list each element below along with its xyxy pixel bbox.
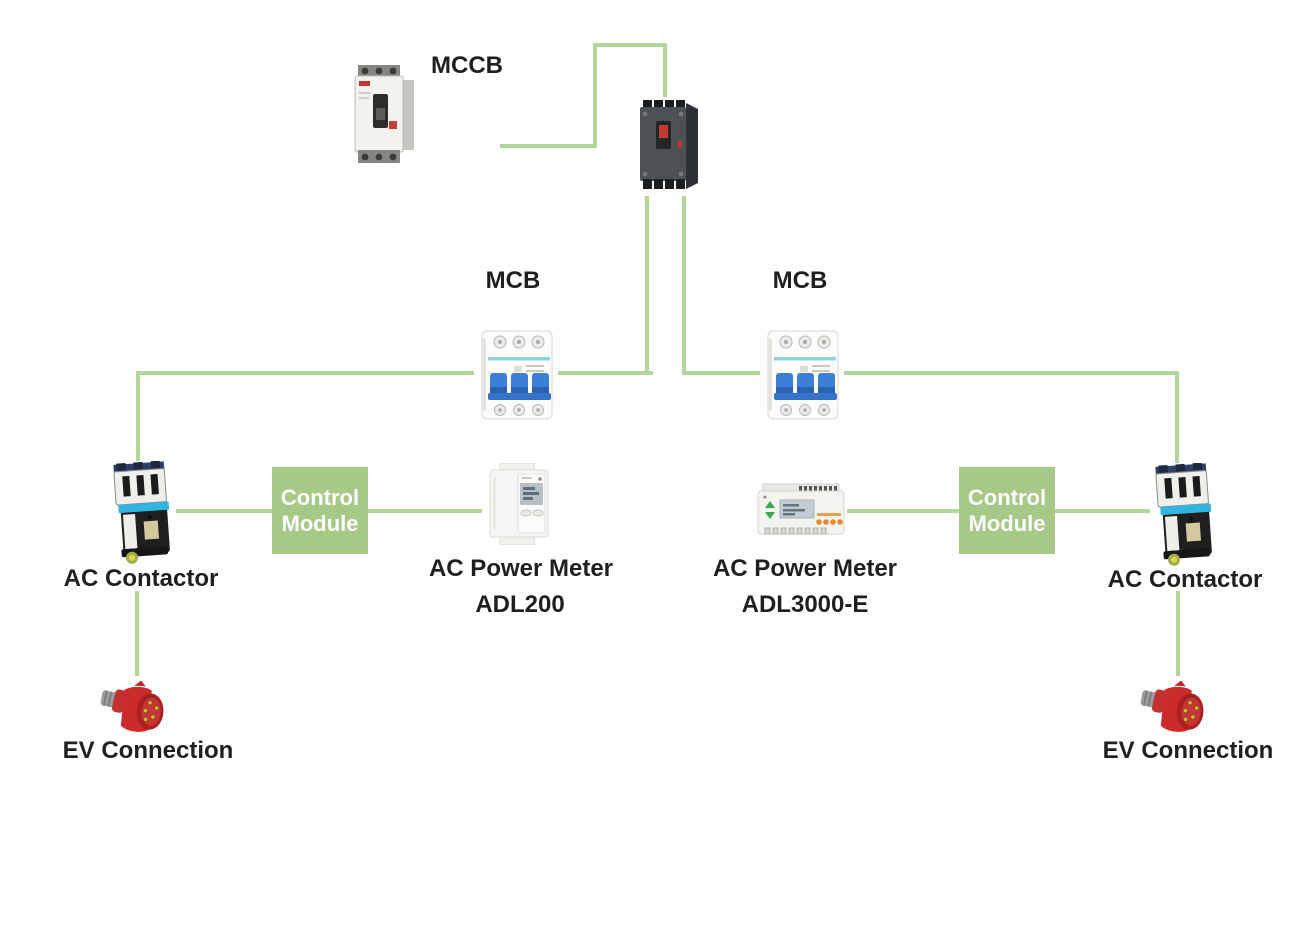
control-module-left-line2: Module bbox=[281, 510, 359, 536]
wire-left-drop-to-contactor bbox=[136, 371, 140, 466]
dark-breaker-icon bbox=[640, 100, 698, 189]
control-module-left: Control Module bbox=[272, 467, 368, 554]
energy-meter-icon bbox=[757, 483, 845, 535]
wire-module-to-meter-left bbox=[368, 509, 488, 513]
contactor-right-photo bbox=[1150, 463, 1218, 566]
wire-mccb-to-main-horizontal bbox=[500, 144, 597, 148]
energy-meter-icon bbox=[489, 463, 549, 545]
wire-top-horizontal bbox=[593, 43, 667, 47]
mccb-label: MCCB bbox=[431, 52, 503, 79]
wire-contactor-to-ev-right bbox=[1176, 591, 1180, 682]
ac-contactor-icon bbox=[1155, 463, 1212, 566]
ac-contactor-icon bbox=[113, 461, 170, 564]
power-meter-left-model: ADL200 bbox=[475, 591, 565, 618]
mcb-right-photo bbox=[760, 329, 844, 421]
control-module-right-line1: Control bbox=[967, 484, 1047, 510]
wire-drop-to-main-breaker bbox=[663, 43, 667, 100]
meter-adl200-photo bbox=[482, 463, 556, 545]
ev-plug-right-photo bbox=[1138, 676, 1218, 742]
power-meter-right-model: ADL3000-E bbox=[741, 591, 869, 618]
wire-right-branch-horizontal bbox=[682, 371, 1179, 375]
wire-mccb-riser-vertical bbox=[593, 43, 597, 148]
control-module-right-line2: Module bbox=[968, 510, 1046, 536]
wire-module-to-contactor-right bbox=[1055, 509, 1159, 513]
contactor-left-photo bbox=[108, 461, 176, 564]
mcb-icon bbox=[767, 330, 839, 420]
meter-adl3000-photo bbox=[755, 481, 847, 542]
control-module-right: Control Module bbox=[959, 467, 1055, 554]
ev-plug-icon bbox=[1140, 680, 1204, 732]
mcb-right-label: MCB bbox=[772, 267, 828, 294]
molded-case-breaker-icon bbox=[354, 65, 414, 163]
mccb-photo bbox=[352, 64, 422, 164]
ac-contactor-left-label: AC Contactor bbox=[63, 565, 219, 592]
ev-connection-right-label: EV Connection bbox=[1102, 737, 1274, 764]
wire-meter-to-module-right bbox=[843, 509, 961, 513]
wire-main-to-left-branch bbox=[645, 196, 649, 375]
ac-contactor-right-label: AC Contactor bbox=[1107, 566, 1263, 593]
wire-right-drop-to-contactor bbox=[1175, 371, 1179, 468]
control-module-left-line1: Control bbox=[280, 484, 360, 510]
main-breaker-photo bbox=[634, 97, 704, 192]
power-meter-left-label: AC Power Meter bbox=[428, 555, 614, 582]
wire-contactor-to-module-left bbox=[172, 509, 272, 513]
wire-left-branch-horizontal bbox=[136, 371, 653, 375]
wire-main-to-right-branch bbox=[682, 196, 686, 375]
mcb-left-photo bbox=[474, 329, 558, 421]
power-meter-right-label: AC Power Meter bbox=[712, 555, 898, 582]
ev-plug-icon bbox=[100, 680, 164, 732]
mcb-icon bbox=[481, 330, 553, 420]
ev-plug-left-photo bbox=[98, 676, 178, 742]
wire-contactor-to-ev-left bbox=[135, 591, 139, 682]
ev-connection-left-label: EV Connection bbox=[62, 737, 234, 764]
mcb-left-label: MCB bbox=[485, 267, 541, 294]
